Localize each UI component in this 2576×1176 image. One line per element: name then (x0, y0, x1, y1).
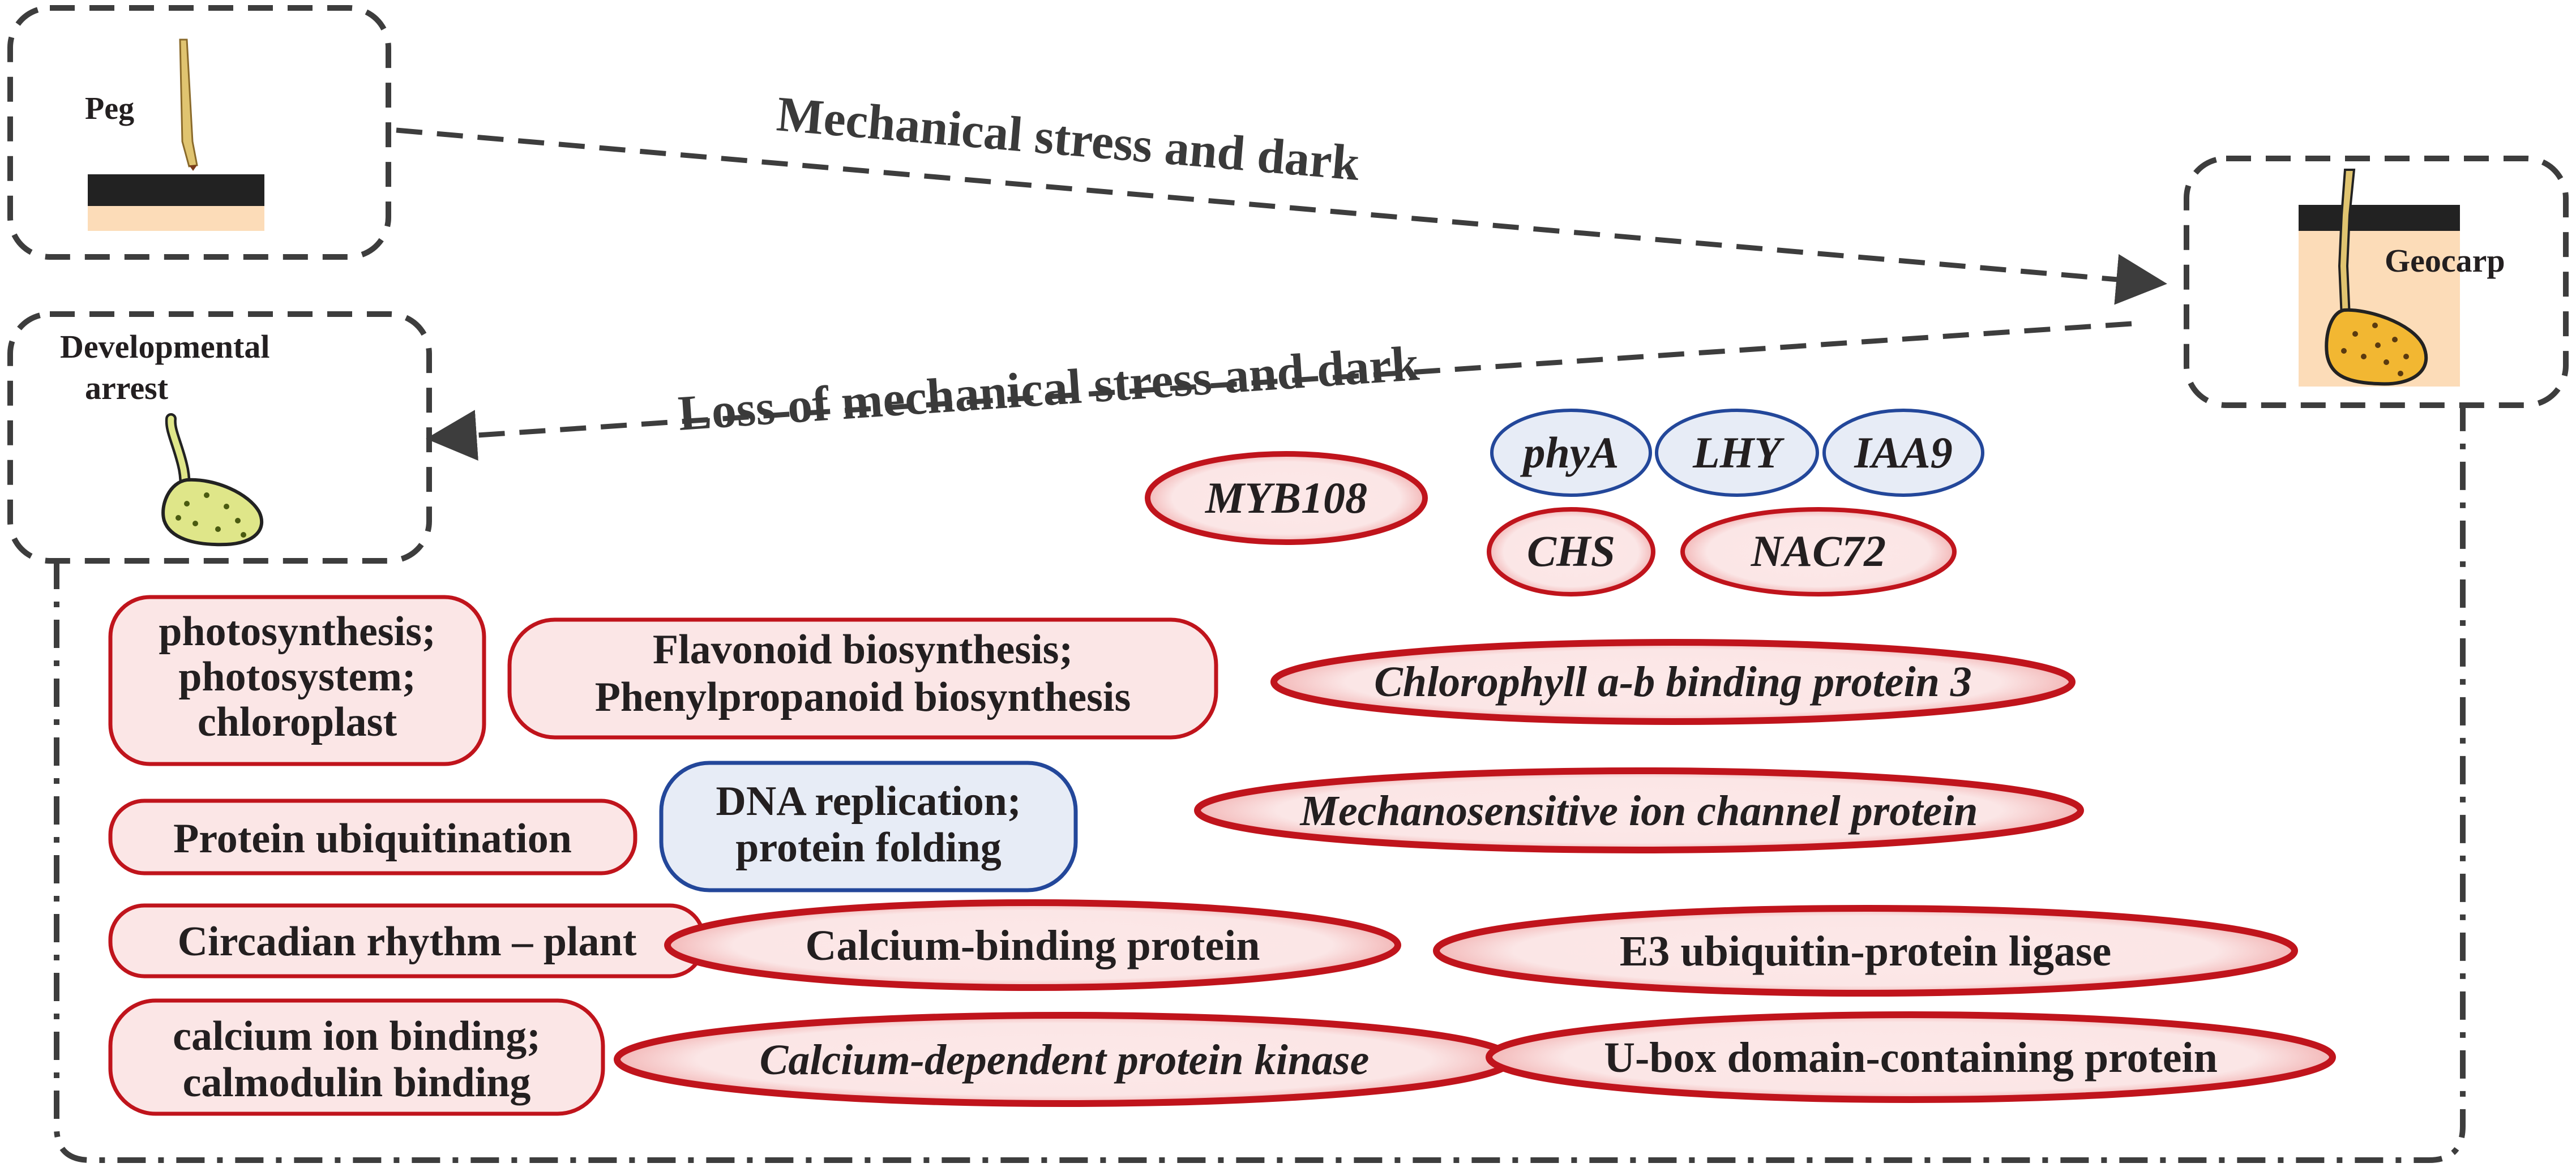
gene-LHY: LHY (1655, 409, 1819, 497)
pathway-flavonoid-line2: Phenylpropanoid biosynthesis (595, 674, 1131, 720)
peg-illustration (88, 38, 264, 231)
pathway-calcium-binding-line1: calcium ion binding; (173, 1013, 541, 1059)
pathway-photosynthesis: photosynthesis; photosystem; chloroplast (108, 595, 486, 766)
pathway-photosynthesis-line2: photosystem; (178, 654, 416, 700)
protein-cdpk-label: Calcium-dependent protein kinase (760, 1036, 1370, 1084)
gene-MYB108: MYB108 (1145, 451, 1428, 545)
pathway-photosynthesis-line3: chloroplast (198, 699, 397, 745)
pathway-dna-replication-line1: DNA replication; (716, 778, 1021, 825)
gene-IAA9: IAA9 (1822, 409, 1984, 497)
protein-e3-ligase-label: E3 ubiquitin-protein ligase (1620, 928, 2112, 975)
protein-chlorophyll-label: Chlorophyll a-b binding protein 3 (1374, 658, 1972, 706)
protein-mechanosensitive: Mechanosensitive ion channel protein (1194, 767, 2084, 853)
protein-calcium-binding: Calcium-binding protein (664, 899, 1401, 991)
pathway-photosynthesis-line1: photosynthesis; (159, 608, 435, 655)
pathway-dna-replication-line2: protein folding (735, 825, 1001, 871)
pathway-flavonoid-line1: Flavonoid biosynthesis; (653, 626, 1073, 673)
forward-arrow (396, 127, 2167, 305)
protein-mechanosensitive-label: Mechanosensitive ion channel protein (1299, 787, 1978, 835)
pathway-ubiquitination-label: Protein ubiquitination (173, 816, 572, 862)
pathway-ubiquitination: Protein ubiquitination (108, 799, 637, 875)
geocarp-label: Geocarp (2385, 242, 2505, 279)
protein-ubox: U-box domain-containing protein (1486, 1011, 2336, 1103)
peg-stage-box (7, 5, 391, 260)
pathway-circadian-label: Circadian rhythm – plant (178, 919, 637, 965)
forward-arrow-label: Mechanical stress and dark (774, 87, 1362, 191)
gene-CHS-label: CHS (1527, 526, 1615, 576)
pathway-circadian: Circadian rhythm – plant (108, 903, 706, 978)
gene-NAC72-label: NAC72 (1751, 526, 1886, 576)
protein-chlorophyll: Chlorophyll a-b binding protein 3 (1270, 639, 2076, 725)
backward-arrow-label: Loss of mechanical stress and dark (677, 336, 1421, 441)
protein-ubox-label: U-box domain-containing protein (1604, 1034, 2218, 1081)
gene-MYB108-label: MYB108 (1204, 473, 1367, 522)
pathway-dna-replication: DNA replication; protein folding (659, 761, 1078, 892)
protein-calcium-binding-label: Calcium-binding protein (805, 922, 1260, 969)
geocarp-illustration (2299, 169, 2460, 387)
gene-phyA-label: phyA (1520, 428, 1619, 477)
arrest-illustration (161, 413, 264, 547)
arrest-label-line1: Developmental (60, 328, 270, 365)
pathway-calcium-binding: calcium ion binding; calmodulin binding (108, 998, 605, 1116)
results-frame (54, 405, 2466, 1163)
gene-IAA9-label: IAA9 (1854, 428, 1952, 477)
gene-NAC72: NAC72 (1680, 507, 1957, 596)
gene-phyA: phyA (1490, 409, 1652, 497)
protein-cdpk: Calcium-dependent protein kinase (614, 1012, 1515, 1107)
gene-LHY-label: LHY (1692, 428, 1785, 477)
protein-e3-ligase: E3 ubiquitin-protein ligase (1433, 905, 2298, 997)
gene-CHS: CHS (1487, 507, 1655, 596)
arrest-label-line2: arrest (85, 370, 169, 406)
pathway-calcium-binding-line2: calmodulin binding (183, 1059, 531, 1106)
pathway-flavonoid: Flavonoid biosynthesis; Phenylpropanoid … (507, 617, 1218, 740)
geocarp-stage-box (2184, 156, 2569, 408)
peg-label: Peg (85, 91, 134, 126)
